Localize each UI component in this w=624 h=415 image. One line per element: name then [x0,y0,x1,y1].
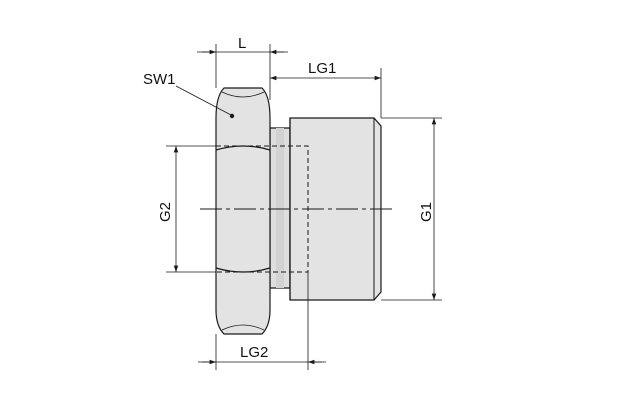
dimension-g1: G1 [381,117,442,301]
dimension-lg2: LG2 [198,272,326,370]
hex-nut [215,87,271,335]
label-sw1: SW1 [143,71,176,88]
leader-line-sw1 [175,85,232,116]
label-lg1: LG1 [308,60,336,77]
hex-chamfer-bottom [221,324,265,331]
leader-dot-sw1 [229,113,235,119]
label-g2: G2 [157,202,174,222]
label-lg2: LG2 [240,344,268,361]
hex-outline [215,87,271,335]
dimension-l: L [197,35,288,100]
plug-body [269,117,382,301]
hex-chamfer-top [221,91,265,98]
label-g1: G1 [418,202,435,222]
dimension-lg1: LG1 [270,60,382,118]
callout-sw1: SW1 [143,71,235,119]
label-l: L [238,35,246,52]
dimension-g2: G2 [157,145,216,273]
undercut-shade [276,128,284,288]
